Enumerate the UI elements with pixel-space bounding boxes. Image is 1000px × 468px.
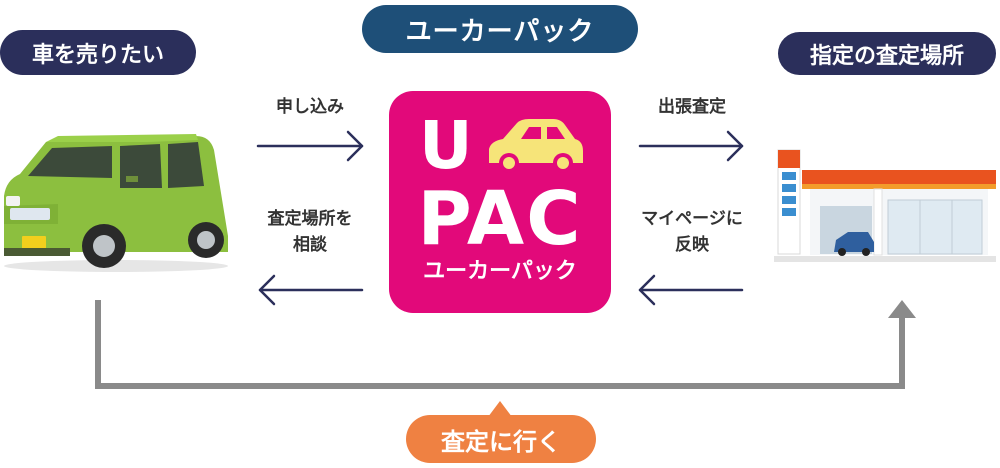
logo-subtitle: ユーカーパック <box>423 259 577 284</box>
seller-label: 車を売りたい <box>31 42 164 68</box>
logo-brand-text: PAC <box>417 176 583 262</box>
visit-edge-label: 出張査定 <box>658 97 726 117</box>
consult-line1: 査定場所を <box>267 209 353 229</box>
mypage-line2: 反映 <box>675 235 709 255</box>
arrow-visit <box>638 130 744 162</box>
logo-letter-u: U <box>419 107 473 184</box>
consult-line2: 相談 <box>293 235 327 255</box>
mypage-line1: マイページに <box>641 209 743 229</box>
venue-badge: 指定の査定場所 <box>778 32 996 75</box>
mypage-label: マイページに 反映 <box>626 206 758 258</box>
apply-label: 申し込み <box>276 97 344 117</box>
arrow-direct-visit <box>95 300 916 389</box>
arrow-mypage <box>638 274 744 306</box>
seller-badge: 車を売りたい <box>0 30 196 75</box>
upac-logo: U PAC ユーカーパック <box>389 91 611 313</box>
arrow-consult <box>258 274 364 306</box>
arrow-apply <box>256 130 364 162</box>
visit-label: 査定に行く <box>441 427 561 456</box>
venue-label: 指定の査定場所 <box>809 43 964 69</box>
title-badge: ユーカーパック <box>362 5 638 53</box>
visit-badge: 査定に行く <box>406 415 596 463</box>
consult-label: 査定場所を 相談 <box>246 206 374 258</box>
title-text: ユーカーパック <box>405 16 595 47</box>
logo-car-icon <box>489 119 583 173</box>
